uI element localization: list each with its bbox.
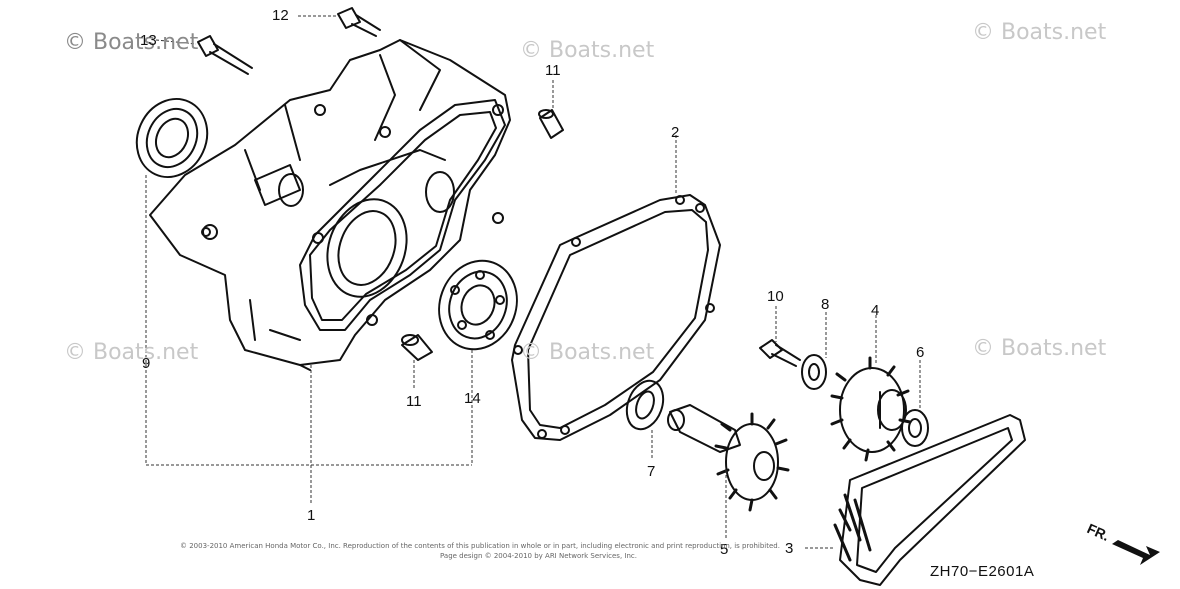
part-8-washer [801, 354, 827, 390]
fr-arrow-icon [1112, 540, 1160, 565]
watermark-mid-left: © Boats.net [64, 340, 199, 365]
part-number-11a: 11 [545, 62, 561, 79]
watermark-mid-center: © Boats.net [520, 340, 655, 365]
watermark-mid-right: © Boats.net [972, 336, 1107, 361]
part-1-case [149, 39, 511, 371]
part-number-9: 9 [142, 355, 151, 372]
watermark-top-left: © Boats.net [64, 30, 199, 55]
part-number-11b: 11 [406, 393, 422, 410]
part-number-3: 3 [785, 540, 794, 557]
part-number-12: 12 [272, 7, 289, 24]
part-13-bolt [197, 35, 253, 75]
watermark-top-center: © Boats.net [520, 38, 655, 63]
part-number-13: 13 [140, 32, 157, 49]
part-10-bolt [759, 339, 801, 367]
part-number-8: 8 [821, 296, 830, 313]
part-number-7: 7 [647, 463, 656, 480]
part-14-bearing [438, 259, 518, 351]
part-3-chain [833, 414, 1026, 586]
part-number-2: 2 [671, 124, 680, 141]
part-9-oil-seal [135, 98, 209, 178]
part-7-washer [625, 379, 665, 431]
part-number-10: 10 [767, 288, 784, 305]
diagram-code: ZH70−E2601A [930, 563, 1035, 580]
watermark-top-right: © Boats.net [972, 20, 1107, 45]
part-5-shaft [667, 404, 790, 512]
part-number-6: 6 [916, 344, 925, 361]
part-2-gasket [511, 194, 721, 441]
part-number-1: 1 [307, 507, 316, 524]
part-number-14: 14 [464, 390, 481, 407]
part-4-sprocket [830, 356, 912, 462]
copyright-line-1: © 2003-2010 American Honda Motor Co., In… [180, 542, 780, 550]
part-6-washer [901, 409, 929, 447]
leader-lines [145, 15, 921, 549]
copyright-line-2: Page design © 2004-2010 by ARI Network S… [440, 552, 637, 560]
part-number-5: 5 [720, 541, 729, 558]
part-11-dowel-pins [401, 109, 564, 361]
part-number-4: 4 [871, 302, 880, 319]
part-12-bolt [337, 7, 381, 37]
